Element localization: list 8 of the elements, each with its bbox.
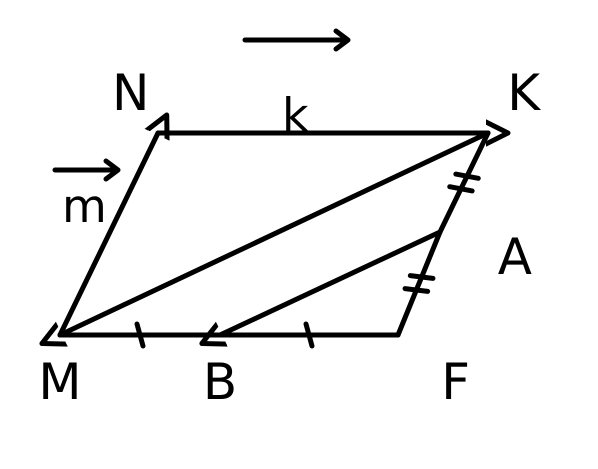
vector-label: m <box>62 183 107 229</box>
point-label: B <box>202 357 238 407</box>
point-label: F <box>441 357 470 407</box>
point-label: N <box>112 68 150 118</box>
vector-label: k <box>282 92 309 138</box>
point-label: A <box>498 232 532 282</box>
point-label: K <box>507 68 540 118</box>
point-label: M <box>38 357 82 407</box>
